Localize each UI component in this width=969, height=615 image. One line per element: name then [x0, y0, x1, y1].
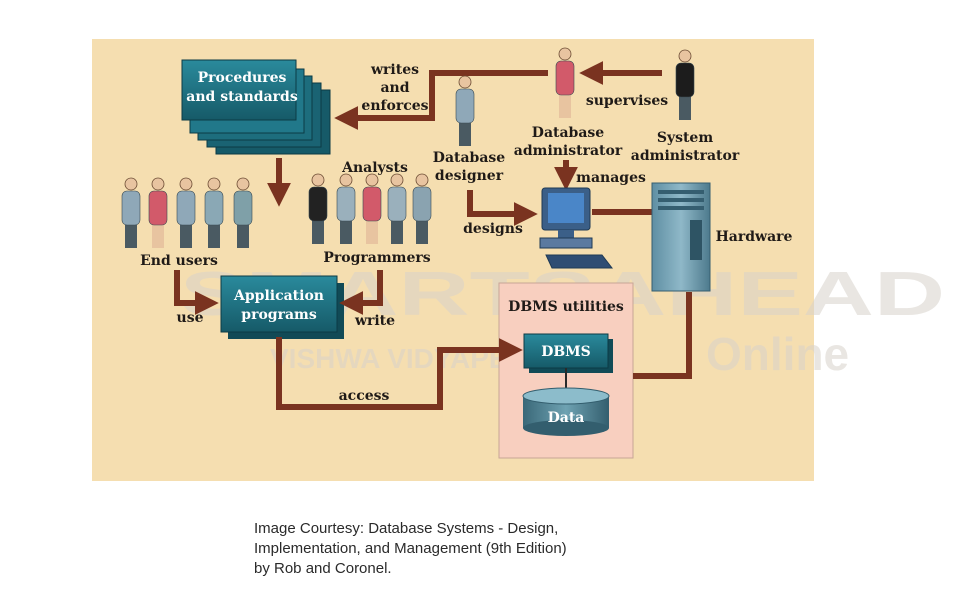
person-icon — [121, 177, 141, 248]
programmers-label: Programmers — [323, 250, 430, 266]
data-cylinder — [522, 387, 610, 436]
application-label-line1: Application — [233, 288, 324, 304]
designer-label-line1: Database — [433, 150, 505, 166]
person-icon — [308, 173, 328, 244]
end-users-label: End users — [140, 253, 218, 269]
caption-line-1: Image Courtesy: Database Systems - Desig… — [254, 520, 559, 537]
procedures-stack: Procedures and standards — [181, 59, 331, 155]
image-caption: Image Courtesy: Database Systems - Desig… — [254, 519, 674, 579]
enforces-label: enforces — [361, 98, 428, 114]
person-icon — [455, 75, 475, 146]
server-tower-icon — [651, 182, 711, 292]
dba-label-line1: Database — [532, 125, 604, 141]
dbms-utilities-panel: DBMS utilities DBMS Data — [498, 282, 634, 459]
dba-label-line2: administrator — [514, 143, 623, 159]
write-label: write — [354, 313, 395, 329]
dbms-box — [523, 333, 609, 369]
dbms-label: DBMS — [541, 344, 591, 360]
procedures-label-line1: Procedures — [198, 70, 287, 86]
caption-line-3: by Rob and Coronel. — [254, 560, 392, 577]
person-icon — [176, 177, 196, 248]
connectors — [174, 61, 692, 410]
sysadmin-label-line2: administrator — [631, 148, 740, 164]
person-icon — [412, 173, 432, 244]
person-icon — [362, 173, 382, 244]
procedures-label-line2: and standards — [186, 89, 298, 105]
data-label: Data — [548, 410, 585, 426]
designs-label: designs — [463, 221, 523, 237]
use-label: use — [177, 310, 204, 326]
writes-label: writes — [370, 62, 419, 78]
arrow-write — [339, 270, 383, 315]
person-icon — [387, 173, 407, 244]
manages-label: manages — [576, 170, 646, 186]
application-programs: Application programs — [220, 275, 344, 339]
caption-line-2: Implementation, and Management (9th Edit… — [254, 540, 567, 557]
supervises-label: supervises — [586, 93, 668, 109]
computer-icon — [539, 187, 614, 269]
person-icon — [148, 177, 168, 248]
analysts-label: Analysts — [341, 160, 408, 176]
person-icon — [204, 177, 224, 248]
and-label: and — [380, 80, 409, 96]
arrow-writes-enforces — [334, 70, 548, 130]
procedures-box — [181, 59, 297, 121]
people-group — [121, 47, 695, 248]
labels: writes and enforces supervises Database … — [140, 62, 792, 404]
person-icon — [233, 177, 253, 248]
hardware-label: Hardware — [716, 229, 793, 245]
arrow-access — [276, 337, 523, 410]
watermark-online: Online — [706, 328, 849, 380]
person-icon — [675, 49, 695, 120]
arrow-designs — [467, 190, 538, 226]
access-label: access — [339, 388, 390, 404]
link-hardware-dbms — [633, 292, 692, 379]
application-label-line2: programs — [241, 307, 317, 323]
dbms-utilities-label: DBMS utilities — [508, 299, 624, 315]
person-icon — [555, 47, 575, 118]
designer-label-line2: designer — [435, 168, 504, 184]
sysadmin-label-line1: System — [657, 130, 714, 146]
person-icon — [336, 173, 356, 244]
application-programs-box — [220, 275, 338, 333]
arrow-use — [174, 270, 219, 315]
